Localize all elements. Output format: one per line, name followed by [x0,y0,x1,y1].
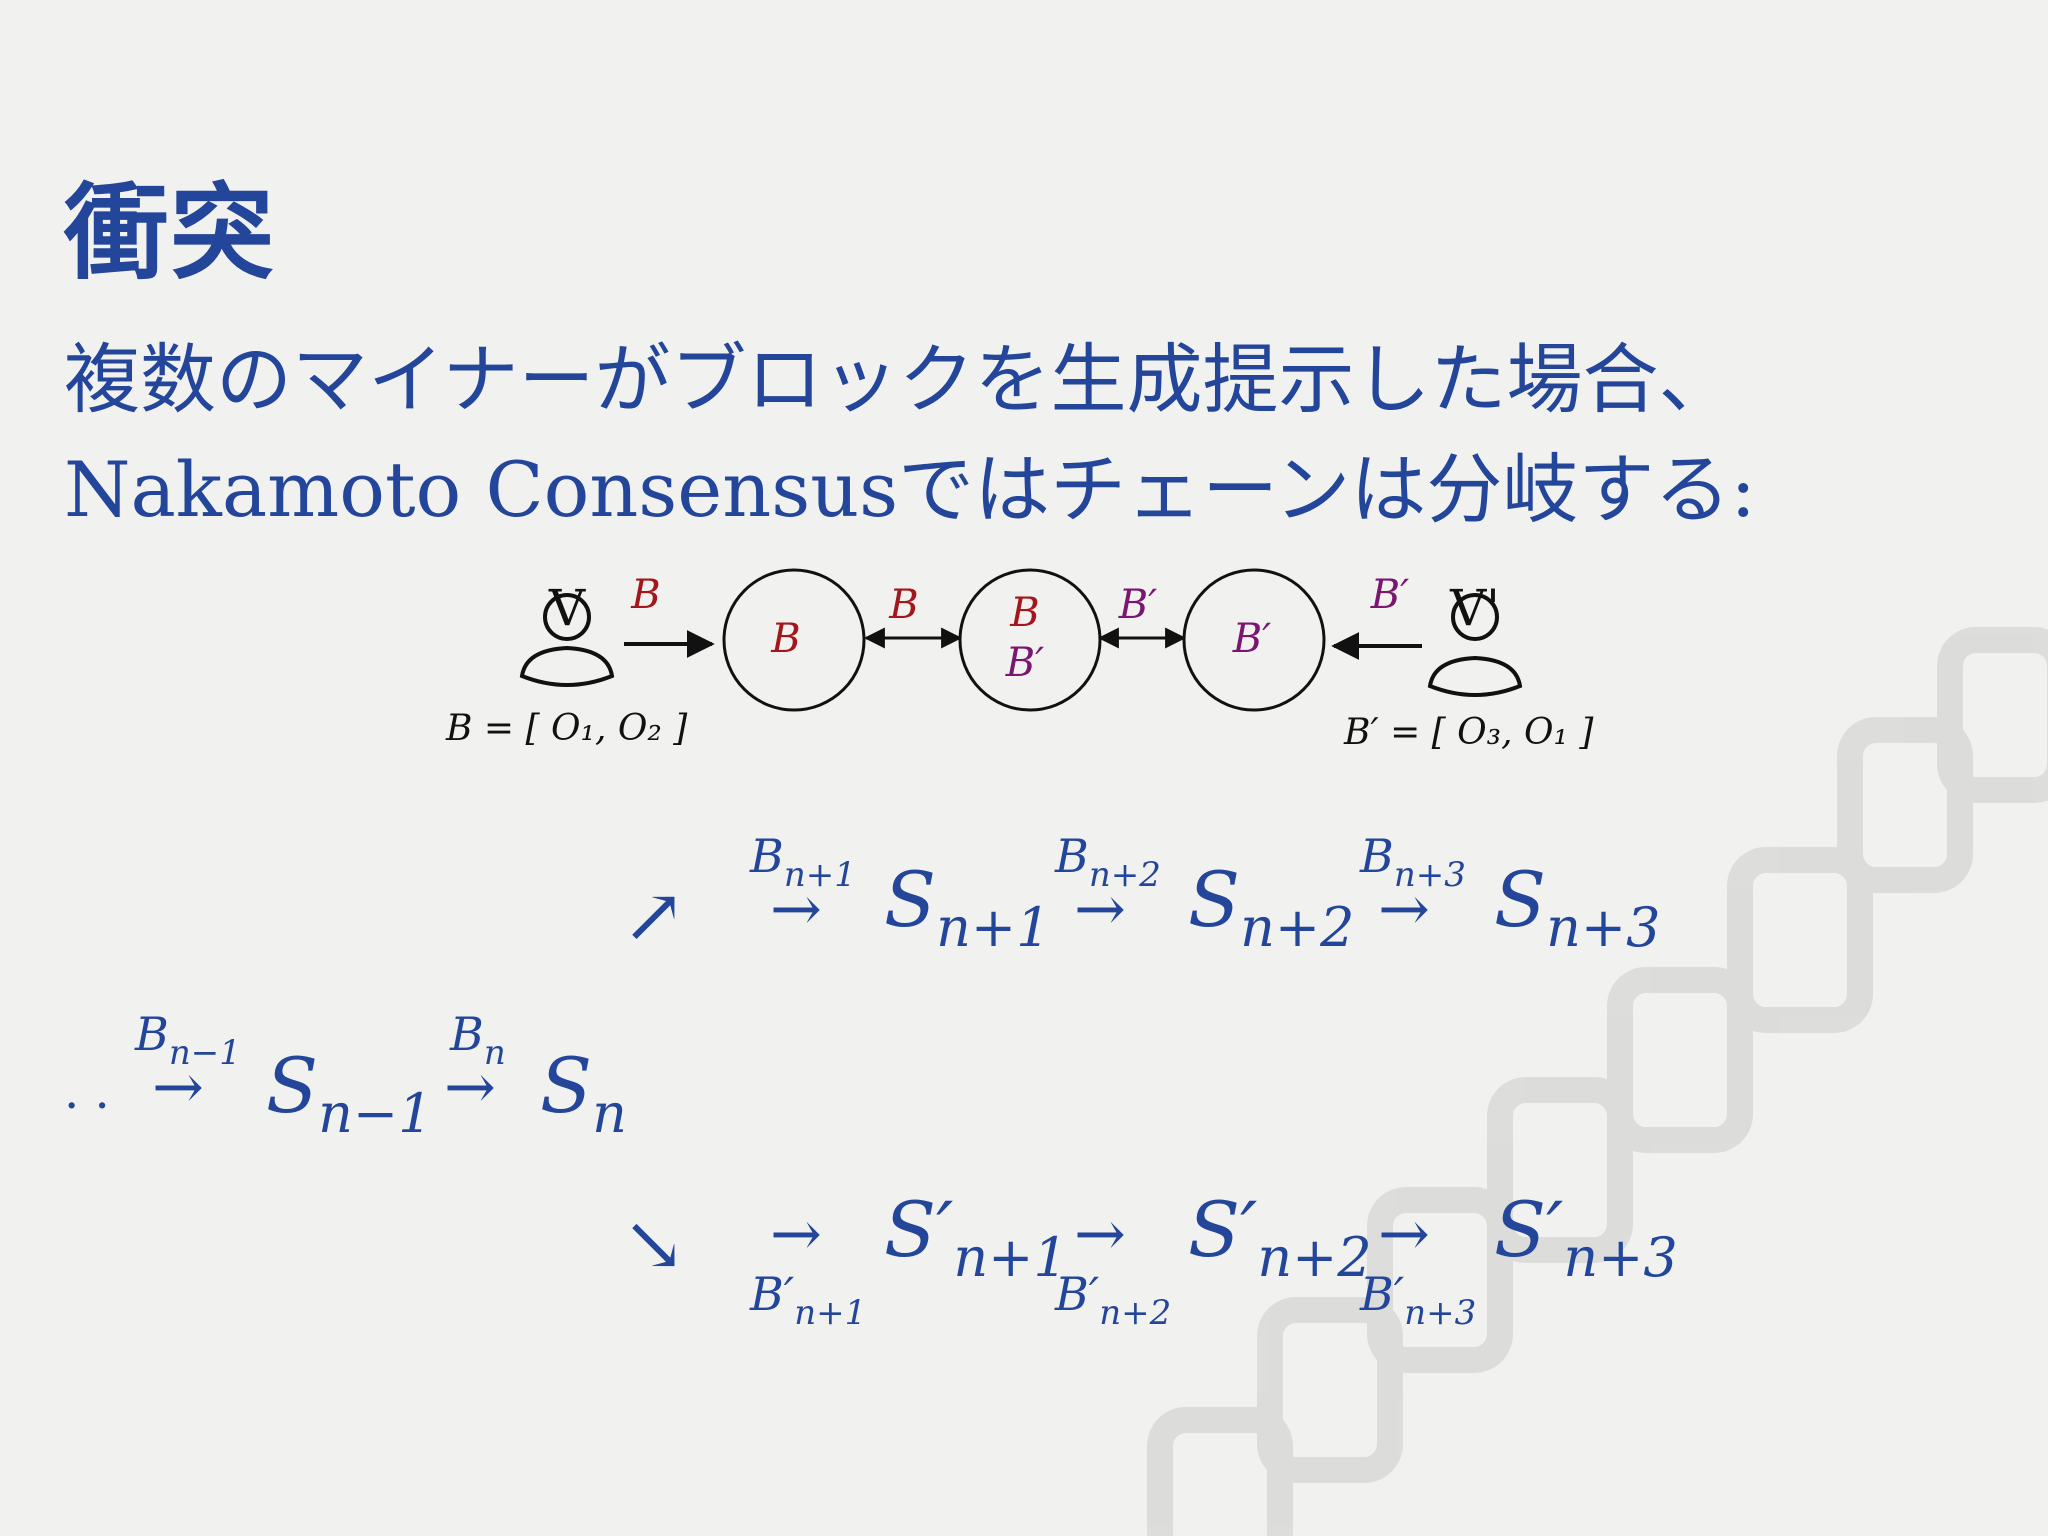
svg-text:Bn+2: Bn+2 [1054,829,1161,895]
lower-branch: → B′n+1 S′n+1 → B′n+2 S′n+2 → B′n+3 S′n+… [749,1185,1678,1333]
svg-text:Sn−1: Sn−1 [266,1041,432,1145]
state-label: S′ [884,1185,953,1274]
link-1-2-label: B [888,582,918,628]
state-label: S [1188,855,1240,944]
chain-arrow: → [152,1050,204,1123]
leading-dots: . . [64,1064,110,1120]
svg-text:B′n+3: B′n+3 [1359,1267,1476,1333]
state-label-sub: n+2 [1240,896,1354,959]
block-label-sub: n+2 [1099,1293,1171,1333]
block-label-sub: n+2 [1089,855,1161,895]
state-label-sub: n [592,1082,627,1145]
state-label-sub: n+1 [953,1226,1067,1289]
upper-step: Bn+2 → Sn+2 [1054,829,1354,959]
svg-text:B′n+1: B′n+1 [749,1267,866,1333]
svg-text:S′n+2: S′n+2 [1188,1185,1372,1289]
state-label: S [884,855,936,944]
svg-text:Sn: Sn [540,1041,627,1145]
svg-text:S′n+3: S′n+3 [1494,1185,1678,1289]
body-line-2: Nakamoto Consensusではチェーンは分岐する: [64,445,1756,534]
chain-arrow: → [1378,872,1430,945]
block-label: B′ [749,1267,795,1321]
state-label-sub: n−1 [318,1082,432,1145]
state-label: S′ [1494,1185,1563,1274]
node-2-label-bottom: B′ [1005,640,1044,686]
svg-text:Sn+2: Sn+2 [1188,855,1354,959]
validator-left-label: V [548,579,586,637]
chain-arrow: → [1074,1197,1126,1270]
chain-arrow: → [1378,1197,1430,1270]
chain-arrow: → [1074,872,1126,945]
state-label: S [540,1041,592,1130]
upper-step: Bn+1 → Sn+1 [749,829,1050,959]
svg-text:Sn+1: Sn+1 [884,855,1050,959]
chain-arrow: → [770,1197,822,1270]
chain-arrow: → [444,1050,496,1123]
block-label-sub: n [484,1033,506,1073]
left-block-caption: B = [ O₁, O₂ ] [445,708,688,749]
state-label: S [266,1041,318,1130]
svg-text:Bn+3: Bn+3 [1359,829,1466,895]
svg-text:Bn−1: Bn−1 [134,1007,241,1073]
right-submit-label: B′ [1370,572,1409,618]
state-label-sub: n+2 [1257,1226,1371,1289]
svg-text:S′n+1: S′n+1 [884,1185,1068,1289]
block-label-sub: n+3 [1404,1293,1476,1333]
block-label-sub: n+3 [1394,855,1466,895]
block-label-sub: n−1 [169,1033,241,1073]
state-label: S [1494,855,1546,944]
block-label: B [134,1007,169,1061]
body-line-1: 複数のマイナーがブロックを生成提示した場合、 [64,335,1735,424]
node-3-label: B′ [1232,616,1271,662]
svg-text:Bn: Bn [449,1007,506,1073]
state-chain: . . Bn−1 → Sn−1 Bn → Sn ↗ ↘ Bn+1 → Sn+1 … [64,829,1678,1333]
block-label: B′ [1054,1267,1100,1321]
state-label-sub: n+1 [936,896,1050,959]
trunk-step: Bn−1 → Sn−1 [134,1007,432,1145]
lower-step: → B′n+3 S′n+3 [1359,1185,1678,1333]
svg-text:Sn+3: Sn+3 [1494,855,1660,959]
state-label-sub: n+3 [1546,896,1660,959]
block-label: B [449,1007,484,1061]
node-1-label: B [770,616,800,662]
state-label-sub: n+3 [1563,1226,1677,1289]
chain-arrow: → [770,872,822,945]
block-label: B′ [1359,1267,1405,1321]
block-label-sub: n+1 [794,1293,866,1333]
validator-left: V [519,579,615,687]
lower-step: → B′n+1 S′n+1 [749,1185,1068,1333]
trunk-step: Bn → Sn [444,1007,627,1145]
slide-title: 衝突 [64,171,277,294]
validator-right-label: V' [1449,579,1500,637]
lower-step: → B′n+2 S′n+2 [1054,1185,1372,1333]
right-block-caption: B′ = [ O₃, O₁ ] [1343,712,1594,753]
background-logo [1147,627,2048,1536]
block-label: B [1054,829,1089,883]
validator-right: V' [1427,579,1523,697]
node-2-label-top: B [1009,590,1039,636]
block-label-sub: n+1 [784,855,856,895]
left-submit-label: B [630,572,660,618]
upper-step: Bn+3 → Sn+3 [1359,829,1660,959]
block-label: B [1359,829,1394,883]
fork-up-arrow: ↗ [622,871,686,960]
fork-down-arrow: ↘ [622,1199,686,1288]
svg-text:B′n+2: B′n+2 [1054,1267,1171,1333]
link-2-3-label: B′ [1118,582,1157,628]
upper-branch: Bn+1 → Sn+1 Bn+2 → Sn+2 Bn+3 → Sn+3 [749,829,1660,959]
state-label: S′ [1188,1185,1257,1274]
block-label: B [749,829,784,883]
svg-text:Bn+1: Bn+1 [749,829,856,895]
